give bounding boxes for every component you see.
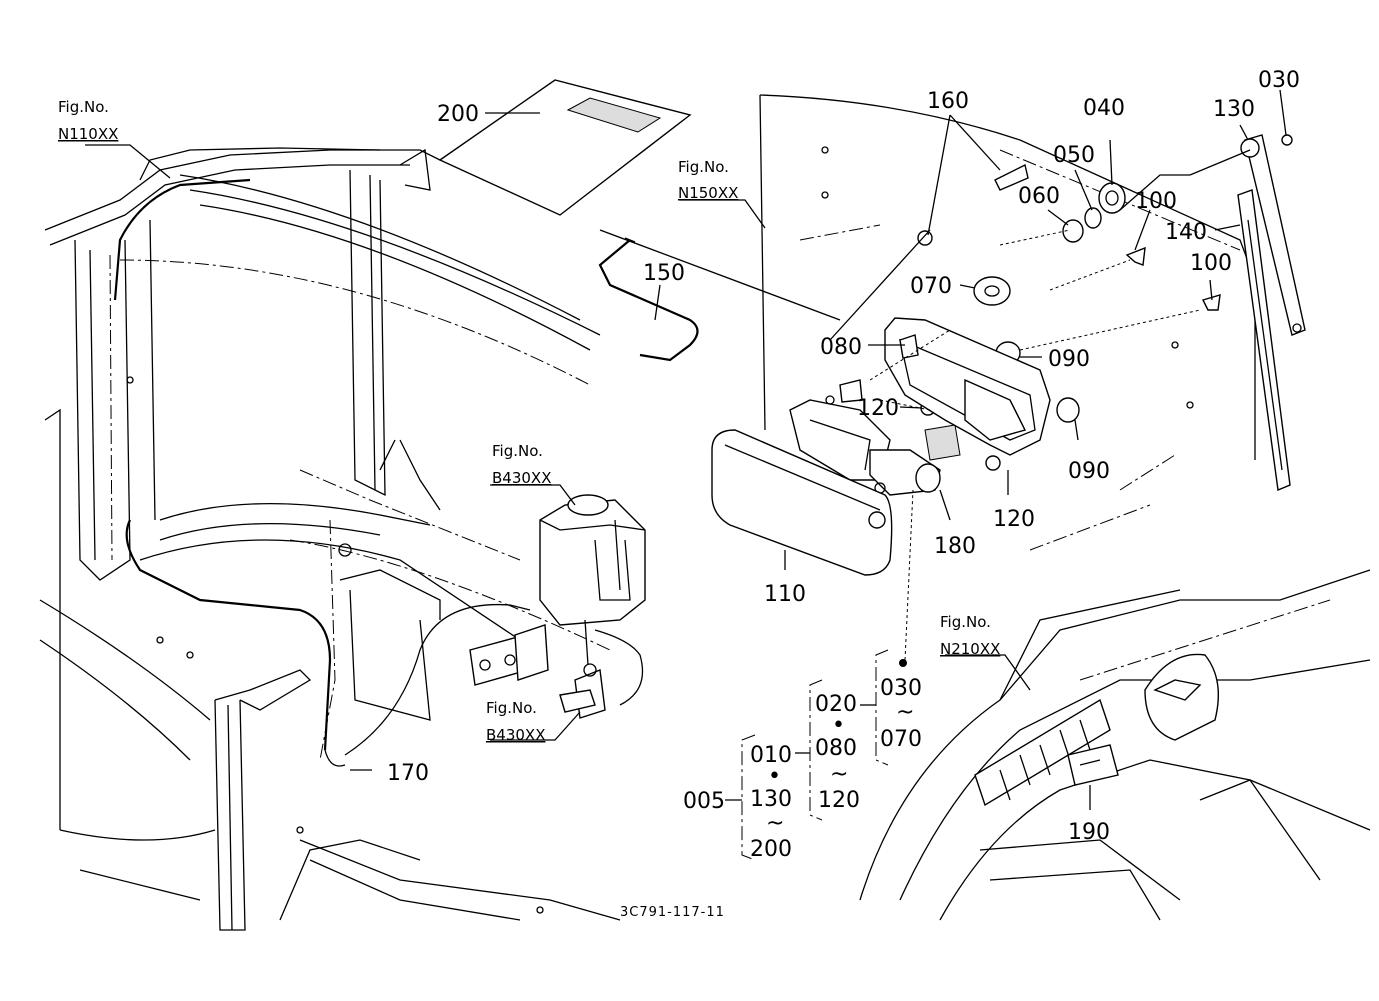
figure-references: Fig.No. N110XX Fig.No. N150XX Fig.No. B4… xyxy=(58,98,1000,744)
leader-lines xyxy=(85,89,1287,810)
part-label-190: 190 xyxy=(1068,820,1110,845)
part-label-090-a: 090 xyxy=(1048,347,1090,372)
part-label-160: 160 xyxy=(927,89,969,114)
part-label-120-a: 120 xyxy=(857,396,899,421)
washer-tank xyxy=(469,494,646,719)
part-label-060: 060 xyxy=(1018,184,1060,209)
group-030-tilde: ~ xyxy=(896,700,914,725)
group-label-120: 120 xyxy=(818,788,860,813)
part-label-030-top: 030 xyxy=(1258,68,1300,93)
part-label-090-b: 090 xyxy=(1068,459,1110,484)
group-010-dot: • xyxy=(768,764,781,789)
part-label-070: 070 xyxy=(910,274,952,299)
part-label-130: 130 xyxy=(1213,97,1255,122)
assembly-group-labels: 005 010 • 130 ~ 200 020 • 080 ~ 120 030 … xyxy=(683,676,922,862)
wiper-blade-arm xyxy=(1237,134,1306,491)
group-020-tilde: ~ xyxy=(830,762,848,787)
fig-ref-b430-bottom-label: Fig.No. xyxy=(486,699,537,717)
fig-ref-b430-top-label: Fig.No. xyxy=(492,442,543,460)
part-number-labels: 200 160 040 030 130 050 060 100 140 100 … xyxy=(387,68,1300,845)
fig-ref-n210-code: N210XX xyxy=(940,640,1000,658)
assembly-brackets xyxy=(725,649,889,861)
part-label-080: 080 xyxy=(820,335,862,360)
rear-window-glass xyxy=(759,94,1256,551)
part-label-040: 040 xyxy=(1083,96,1125,121)
part-label-110: 110 xyxy=(764,582,806,607)
fig-ref-n150-label: Fig.No. xyxy=(678,158,729,176)
group-label-020: 020 xyxy=(815,692,857,717)
part-label-120-b: 120 xyxy=(993,507,1035,532)
part-150-hose xyxy=(598,237,699,362)
group-label-010: 010 xyxy=(750,743,792,768)
fig-ref-n110-label: Fig.No. xyxy=(58,98,109,116)
motor-bracket xyxy=(884,317,1051,456)
drawing-code: 3C791-117-11 xyxy=(620,905,725,920)
fig-ref-n110-code: N110XX xyxy=(58,125,118,143)
part-label-050: 050 xyxy=(1053,143,1095,168)
group-020-dot: • xyxy=(832,713,845,738)
group-label-080: 080 xyxy=(815,736,857,761)
part-label-100-b: 100 xyxy=(1190,251,1232,276)
group-label-005: 005 xyxy=(683,789,725,814)
part-200-sheet xyxy=(438,79,692,216)
part-label-180: 180 xyxy=(934,534,976,559)
part-label-140: 140 xyxy=(1165,220,1207,245)
fig-ref-b430-top-code: B430XX xyxy=(492,469,551,487)
group-label-200: 200 xyxy=(750,837,792,862)
small-parts xyxy=(917,163,1221,471)
fig-ref-n150-code: N150XX xyxy=(678,184,738,202)
group-label-130: 130 xyxy=(750,787,792,812)
group-010-tilde: ~ xyxy=(766,811,784,836)
fig-ref-b430-bottom-code: B430XX xyxy=(486,726,545,744)
cab-frame xyxy=(39,147,621,931)
part-label-150: 150 xyxy=(643,261,685,286)
part-110-cover xyxy=(711,429,893,576)
fig-ref-n210-label: Fig.No. xyxy=(940,613,991,631)
group-label-070: 070 xyxy=(880,727,922,752)
part-label-200: 200 xyxy=(437,102,479,127)
part-label-170: 170 xyxy=(387,761,429,786)
part-label-100-a: 100 xyxy=(1135,189,1177,214)
washer-hose xyxy=(113,178,644,767)
group-label-030: 030 xyxy=(880,676,922,701)
right-console xyxy=(859,569,1371,921)
wiper-motor xyxy=(789,379,941,496)
